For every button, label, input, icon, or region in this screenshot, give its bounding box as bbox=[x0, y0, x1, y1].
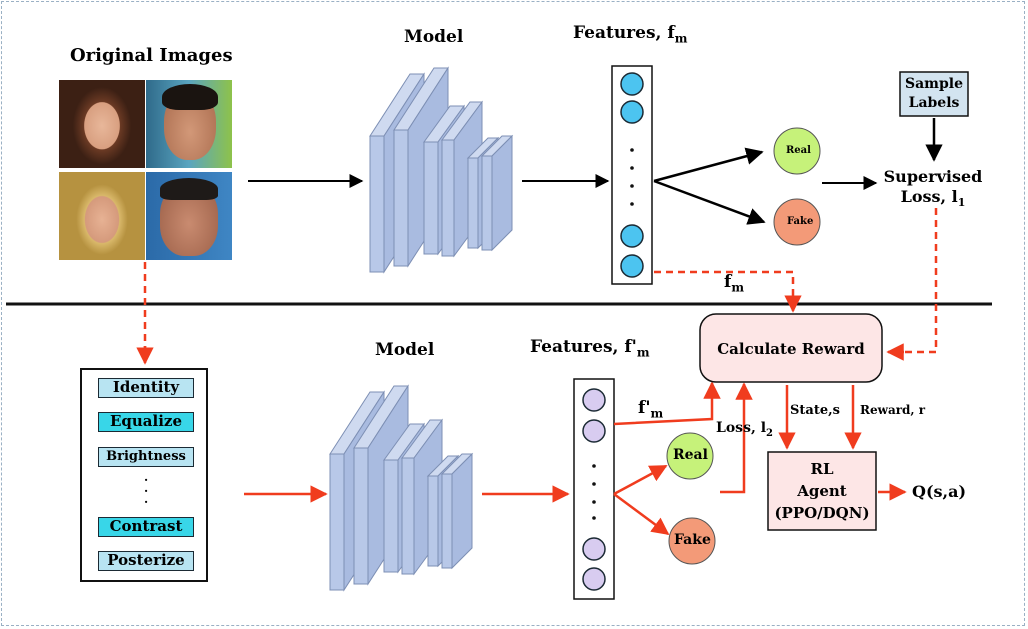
botNodes-node-2 bbox=[582, 419, 606, 443]
sample-labels-line1: Sample bbox=[904, 76, 963, 92]
bottom-model-layers bbox=[329, 384, 474, 592]
q-value-label: Q(s,a) bbox=[912, 482, 967, 501]
loss2-text: Loss, l bbox=[716, 420, 767, 436]
top-real-label: Real bbox=[786, 145, 811, 156]
topNodes-dot-4 bbox=[630, 202, 634, 206]
rl-agent-label: RL Agent (PPO/DQN) bbox=[768, 458, 876, 524]
calculate-reward-label: Calculate Reward bbox=[717, 340, 865, 358]
top-features-subscript: m bbox=[674, 31, 688, 46]
bottom-features-text: Features, f' bbox=[530, 337, 637, 357]
aug-brightness: Brightness bbox=[98, 447, 194, 467]
topNodes-dot-2 bbox=[630, 166, 634, 170]
botNodes-dot-1 bbox=[592, 464, 596, 468]
top-model-title: Model bbox=[404, 27, 464, 47]
bottom-fake-node bbox=[668, 517, 716, 565]
botNodes-node-4 bbox=[582, 567, 606, 591]
face-image-3 bbox=[59, 172, 145, 260]
top-features-text: Features, f bbox=[573, 23, 675, 43]
arrow-features-to-real-bottom bbox=[613, 464, 668, 496]
dashed-arrow-loss1-to-reward bbox=[904, 208, 938, 354]
botNodes-node-3 bbox=[582, 537, 606, 561]
top-real-node bbox=[773, 127, 821, 175]
bottom-features-subscript: m bbox=[636, 345, 650, 360]
bottom-feature-nodes bbox=[582, 388, 606, 591]
botNodes-dot-4 bbox=[592, 516, 596, 520]
arrow-loss2-to-reward bbox=[720, 392, 746, 494]
arrow-features-to-fake-bottom bbox=[613, 492, 670, 536]
botNodes-node-1 bbox=[582, 388, 606, 412]
aug-dot-3: . bbox=[144, 492, 149, 506]
topNodes-dot-1 bbox=[630, 148, 634, 152]
sample-labels-text: Sample Labels bbox=[902, 75, 966, 113]
supervised-line2: Loss, l bbox=[900, 187, 958, 206]
bottom-model-title: Model bbox=[375, 340, 435, 360]
aug-dot-2: . bbox=[144, 481, 149, 495]
face-image-1 bbox=[59, 80, 145, 168]
fpm-edge-label: f'm bbox=[638, 398, 663, 420]
fpm-edge-subscript: m bbox=[650, 406, 664, 421]
fm-edge-subscript: m bbox=[731, 280, 745, 295]
face-image-4 bbox=[146, 172, 232, 260]
rl-agent-line1: RL bbox=[810, 460, 834, 478]
top-features-title: Features, fm bbox=[573, 23, 687, 45]
bottom-real-node bbox=[666, 432, 714, 480]
rl-agent-line3: (PPO/DQN) bbox=[774, 504, 870, 522]
original-images-title: Original Images bbox=[70, 45, 233, 66]
botLayers-layer-6 bbox=[440, 452, 474, 570]
dashed-arrow-fm-to-reward bbox=[654, 270, 795, 296]
bottom-feature-vector bbox=[573, 378, 615, 600]
fpm-edge-text: f' bbox=[638, 398, 651, 418]
topLayers-layer-6 bbox=[480, 134, 514, 252]
topNodes-node-3 bbox=[620, 224, 644, 248]
calculate-reward-box bbox=[699, 313, 883, 383]
topNodes-node-2 bbox=[620, 100, 644, 124]
topNodes-dot-3 bbox=[630, 184, 634, 188]
bottom-real-label: Real bbox=[673, 447, 708, 463]
botNodes-dot-2 bbox=[592, 482, 596, 486]
sample-labels-line2: Labels bbox=[908, 95, 960, 111]
aug-posterize: Posterize bbox=[98, 551, 194, 571]
arrow-features-to-fake bbox=[653, 179, 766, 225]
aug-dot-1: . bbox=[144, 470, 149, 484]
aug-equalize: Equalize bbox=[98, 412, 194, 432]
topNodes-node-4 bbox=[620, 254, 644, 278]
bottom-fake-label: Fake bbox=[674, 532, 711, 548]
augmentation-list: Identity Equalize Brightness . . . Contr… bbox=[80, 368, 208, 582]
aug-contrast: Contrast bbox=[98, 517, 194, 537]
top-model-layers bbox=[369, 66, 514, 274]
top-fake-node bbox=[773, 198, 821, 246]
top-feature-nodes bbox=[620, 72, 644, 278]
top-fake-label: Fake bbox=[787, 216, 814, 227]
supervised-loss-label: Supervised Loss, l1 bbox=[878, 167, 988, 213]
face-image-2 bbox=[146, 80, 232, 168]
fm-edge-label: fm bbox=[724, 272, 744, 294]
arrow-features-to-real bbox=[653, 147, 764, 183]
supervised-subscript: 1 bbox=[957, 196, 966, 210]
state-label: State,s bbox=[790, 403, 840, 418]
aug-ellipsis: . . . bbox=[144, 470, 149, 506]
loss2-subscript: 2 bbox=[766, 427, 773, 439]
rl-agent-box bbox=[767, 451, 877, 531]
rl-agent-line2: Agent bbox=[797, 482, 847, 500]
fm-edge-text: f bbox=[724, 272, 732, 292]
supervised-line1: Supervised bbox=[883, 167, 983, 186]
topNodes-node-1 bbox=[620, 72, 644, 96]
sample-labels-box bbox=[899, 71, 969, 117]
aug-identity: Identity bbox=[98, 378, 194, 398]
reward-label: Reward, r bbox=[860, 403, 926, 417]
botNodes-dot-3 bbox=[592, 500, 596, 504]
bottom-features-title: Features, f'm bbox=[530, 337, 650, 359]
top-feature-vector bbox=[611, 65, 653, 285]
loss2-label: Loss, l2 bbox=[716, 420, 773, 439]
